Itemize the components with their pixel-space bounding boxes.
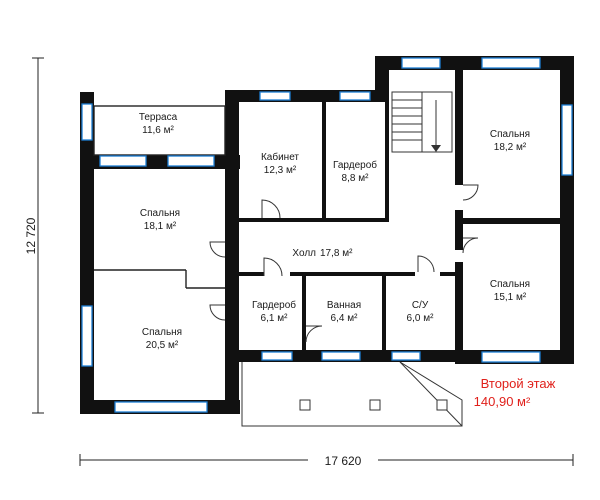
room-bedroom-right-bottom-name: Спальня: [490, 279, 530, 290]
window-terrace-left: [81, 103, 93, 141]
room-bedroom-left-top-name: Спальня: [140, 208, 180, 219]
room-bedroom-right-top-name: Спальня: [490, 129, 530, 140]
room-bedroom-left-top: Спальня 18,1 м²: [140, 208, 180, 232]
dimension-horizontal: 17 620: [79, 452, 574, 468]
room-study: Кабинет 12,3 м²: [261, 151, 299, 176]
balcony: [241, 361, 463, 427]
window-wardrobe-top: [339, 91, 371, 101]
door-wardrobe-bottom: [263, 257, 283, 277]
room-bedroom-right-bottom-area: 15,1 м²: [494, 292, 527, 303]
room-terrace-area: 11,6 м²: [142, 125, 174, 136]
window-wc: [391, 351, 421, 361]
dimension-width-label: 17 620: [325, 454, 362, 468]
room-bathroom-name: Ванная: [327, 300, 361, 311]
room-hall-name: Холл: [292, 248, 316, 259]
room-terrace: Терраса 11,6 м²: [139, 112, 178, 136]
room-bedroom-right-top-area: 18,2 м²: [494, 142, 527, 153]
room-wardrobe-bottom-name: Гардероб: [252, 299, 296, 311]
room-bedroom-left-bottom: Спальня 20,5 м²: [142, 327, 182, 351]
floor-label: Второй этаж: [481, 376, 556, 391]
room-bedroom-left-bottom-name: Спальня: [142, 327, 182, 338]
room-study-name: Кабинет: [261, 151, 299, 163]
room-wardrobe-top-name: Гардероб: [333, 159, 377, 171]
door-study: [261, 199, 281, 219]
door-bathroom: [305, 325, 323, 343]
room-study-area: 12,3 м²: [264, 165, 297, 176]
floor-total-area: 140,90 м²: [474, 394, 531, 409]
doors: [209, 184, 479, 343]
dimension-vertical: 12 720: [24, 57, 44, 414]
room-bedroom-right-bottom: Спальня 15,1 м²: [490, 279, 530, 303]
room-wc-name: С/У: [412, 300, 429, 311]
window-bedroom-top-left: [99, 155, 147, 167]
room-bedroom-right-top: Спальня 18,2 м²: [490, 129, 530, 153]
window-bedroom-top-right: [167, 155, 215, 167]
window-wardrobe-bottom: [261, 351, 293, 361]
window-study: [259, 91, 291, 101]
door-bedroom-left-bottom: [209, 304, 226, 321]
window-bedroom-right-bottom: [481, 351, 541, 363]
floor-info: Второй этаж 140,90 м²: [474, 376, 556, 409]
room-terrace-name: Терраса: [139, 112, 178, 123]
room-bathroom: Ванная 6,4 м²: [327, 300, 361, 324]
room-bedroom-left-top-area: 18,1 м²: [144, 221, 177, 232]
window-bedroom-bottom-left: [81, 305, 93, 367]
room-hall-area: 17,8 м²: [320, 248, 353, 259]
door-bedroom-right-bottom: [462, 237, 479, 254]
staircase: [391, 91, 453, 153]
room-wardrobe-bottom-area: 6,1 м²: [261, 313, 289, 324]
room-wardrobe-top-area: 8,8 м²: [342, 173, 370, 184]
room-bedroom-left-bottom-area: 20,5 м²: [146, 340, 179, 351]
dimension-height-label: 12 720: [24, 217, 38, 254]
door-wc: [417, 255, 435, 273]
window-bedroom-bottom: [114, 401, 208, 413]
window-stair: [401, 57, 441, 69]
room-wardrobe-bottom: Гардероб 6,1 м²: [252, 299, 296, 324]
door-hall-left: [209, 241, 226, 258]
window-bedroom-right-side: [561, 104, 573, 176]
room-bathroom-area: 6,4 м²: [331, 313, 359, 324]
room-wc: С/У 6,0 м²: [407, 300, 435, 324]
interior-walls: [93, 70, 560, 350]
door-bedroom-right-top: [462, 184, 479, 201]
window-bedroom-right-top: [481, 57, 541, 69]
window-bathroom: [321, 351, 361, 361]
room-wardrobe-top: Гардероб 8,8 м²: [333, 159, 377, 184]
windows: [81, 57, 573, 413]
room-wc-area: 6,0 м²: [407, 313, 435, 324]
room-hall: Холл 17,8 м²: [292, 248, 353, 259]
